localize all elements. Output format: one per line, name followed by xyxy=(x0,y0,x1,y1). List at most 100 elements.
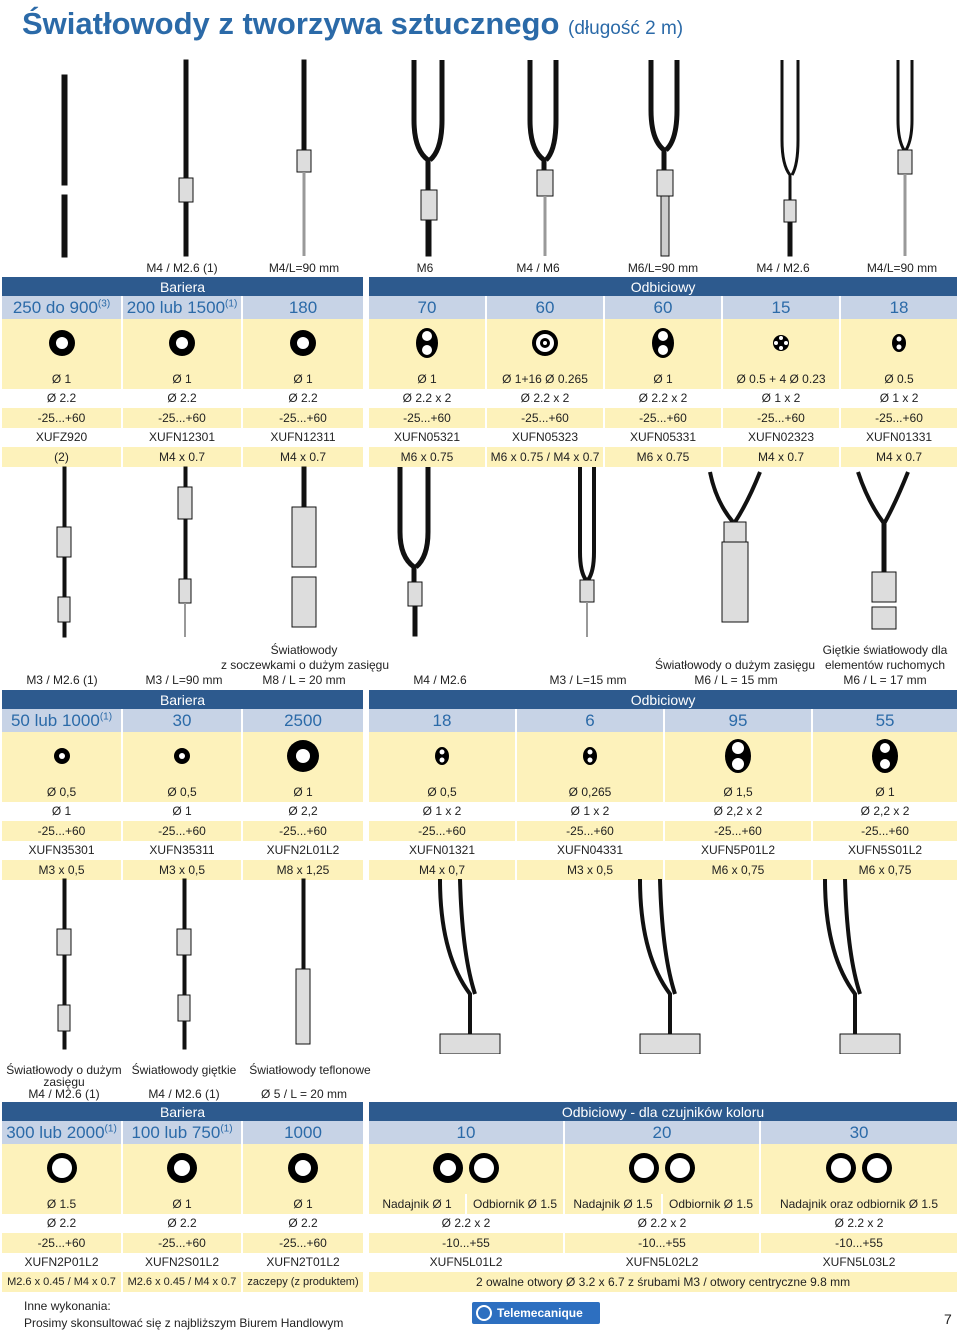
section-2: Światłowody z soczewkami o dużym zasięgu… xyxy=(0,462,960,880)
cross-section-icon xyxy=(122,319,243,369)
spec-cell: -25...+60 xyxy=(664,821,814,841)
range-cell: 300 lub 2000(1) xyxy=(2,1121,123,1144)
spec-cell: M4 x 0,7 xyxy=(368,860,518,880)
spec-cell: -25...+60 xyxy=(368,821,518,841)
spec-cell: M6 x 0.75 / M4 x 0.7 xyxy=(486,447,606,467)
part-number: XUFN2S01L2 xyxy=(122,1252,243,1272)
spec-cell: (2) xyxy=(2,447,123,467)
spec-cell: -10...+55 xyxy=(368,1233,566,1253)
spec-cell: M3 x 0,5 xyxy=(516,860,666,880)
range-cell: 100 lub 750(1) xyxy=(122,1121,243,1144)
spec-table-2: Bariera Odbiciowy 50 lub 1000(1) 30 2500… xyxy=(2,690,960,880)
label-m6-l15: M6 / L = 15 mm xyxy=(694,673,778,687)
spec-cell: Ø 2.2 xyxy=(242,1213,366,1233)
spec-cell: -25...+60 xyxy=(604,408,724,428)
range-cell: 10 xyxy=(368,1121,566,1144)
spec-cell: Ø 1.5 xyxy=(2,1194,123,1214)
spec-cell: Ø 1 xyxy=(2,801,123,821)
part-number: XUFN2T01L2 xyxy=(242,1252,366,1272)
spec-cell: M6 x 0.75 xyxy=(368,447,488,467)
part-number: XUFN5L01L2 xyxy=(368,1252,566,1272)
spec-cell: Odbiornik Ø 1.5 xyxy=(466,1194,566,1214)
dual-ring-icon xyxy=(564,1144,762,1194)
label-lens-2: z soczewkami o dużym zasięgu xyxy=(220,658,390,672)
range-cell: 18 xyxy=(840,296,960,319)
spec-cell: Ø 0,5 xyxy=(2,782,123,802)
part-number: XUFZ920 xyxy=(2,427,123,447)
spec-cell: Ø 2.2 x 2 xyxy=(564,1213,762,1233)
range-cell: 70 xyxy=(368,296,488,319)
section-1: M4 / M2.6 (1) M4/L=90 mm M6 M4 / M6 M6/L… xyxy=(0,0,960,467)
spec-cell: -25...+60 xyxy=(242,1233,366,1253)
spec-cell: -25...+60 xyxy=(840,408,960,428)
small-dual-icon xyxy=(368,732,518,782)
fiber-illustrations-3 xyxy=(56,878,901,1054)
spec-cell: M8 x 1,25 xyxy=(242,860,366,880)
multi-point-icon xyxy=(722,319,842,369)
part-number: XUFN12301 xyxy=(122,427,243,447)
spec-cell: Ø 2,2 xyxy=(242,801,366,821)
dual-core-icon xyxy=(368,319,488,369)
spec-cell: M6 x 0,75 xyxy=(664,860,814,880)
spec-cell: Ø 1,5 xyxy=(664,782,814,802)
range-cell: 2500 xyxy=(242,709,366,732)
spec-cell: M3 x 0,5 xyxy=(122,860,243,880)
spec-cell: Ø 1 xyxy=(122,801,243,821)
spec-cell: -25...+60 xyxy=(2,821,123,841)
spec-cell: -25...+60 xyxy=(812,821,960,841)
spec-cell: Nadajnik Ø 1.5 xyxy=(564,1194,664,1214)
spec-cell: Ø 1 xyxy=(2,369,123,389)
header-odbiciowy: Odbiciowy xyxy=(368,277,960,296)
cross-section-icon xyxy=(2,319,123,369)
spec-cell: Ø 2.2 xyxy=(242,388,366,408)
cross-section-icon xyxy=(242,319,366,369)
label-m8-l20: M8 / L = 20 mm xyxy=(262,673,346,687)
spec-cell: Ø 1 xyxy=(122,369,243,389)
header-odbiciowy: Odbiciowy xyxy=(368,690,960,709)
part-number: XUFN04331 xyxy=(516,840,666,860)
spec-cell: Ø 0,5 xyxy=(122,782,243,802)
label-m4-m26: M4 / M2.6 xyxy=(413,673,467,687)
header-bariera: Bariera xyxy=(2,690,366,709)
dual-core-icon xyxy=(664,732,814,782)
label-m4-m6: M4 / M6 xyxy=(516,261,560,275)
spec-cell: Ø 1 x 2 xyxy=(840,388,960,408)
spec-cell: M2.6 x 0.45 / M4 x 0.7 xyxy=(2,1272,123,1292)
spec-cell: Ø 2.2 xyxy=(122,388,243,408)
range-cell: 20 xyxy=(564,1121,762,1144)
small-dual-icon xyxy=(840,319,960,369)
spec-cell: Nadajnik Ø 1 xyxy=(368,1194,468,1214)
mounting-note: 2 owalne otwory Ø 3.2 x 6.7 z śrubami M3… xyxy=(368,1272,960,1292)
spec-cell: M2.6 x 0.45 / M4 x 0.7 xyxy=(122,1272,243,1292)
label-large-range-1: Światłowody o dużym xyxy=(6,1063,122,1077)
label-teflon: Światłowody teflonowe xyxy=(249,1063,371,1077)
spec-cell: Ø 1 xyxy=(604,369,724,389)
spec-cell: Ø 1 xyxy=(242,369,366,389)
part-number: XUFN5S01L2 xyxy=(812,840,960,860)
spec-cell: Ø 1 xyxy=(242,1194,366,1214)
label-m6: M6 xyxy=(416,261,434,275)
range-cell: 50 lub 1000(1) xyxy=(2,709,123,732)
part-number: XUFN01331 xyxy=(840,427,960,447)
cross-section-icon xyxy=(2,1144,123,1194)
spec-cell: -10...+55 xyxy=(564,1233,762,1253)
label-m4-m26-b: M4 / M2.6 xyxy=(756,261,810,275)
logo-mark-icon xyxy=(476,1305,492,1321)
part-number: XUFN35301 xyxy=(2,840,123,860)
range-cell: 30 xyxy=(122,709,243,732)
part-number: XUFN35311 xyxy=(122,840,243,860)
spec-cell: -25...+60 xyxy=(722,408,842,428)
label-flexible-1: Giętkie światłowody dla xyxy=(822,643,948,657)
label-m3-l90: M3 / L=90 mm xyxy=(145,673,223,687)
header-bariera: Bariera xyxy=(2,1102,366,1121)
section-3: Światłowody o dużym zasięgu M4 / M2.6 (1… xyxy=(0,874,960,1294)
label-d5-l20: Ø 5 / L = 20 mm xyxy=(261,1087,347,1101)
part-number: XUFN05331 xyxy=(604,427,724,447)
spec-cell: Ø 1 x 2 xyxy=(722,388,842,408)
label-m4-l90-b: M4/L=90 mm xyxy=(866,261,938,275)
spec-cell: Nadajnik oraz odbiornik Ø 1.5 xyxy=(760,1194,960,1214)
footer-line-1: Inne wykonania: xyxy=(24,1299,111,1313)
label-m6-l90: M6/L=90 mm xyxy=(627,261,699,275)
spec-cell: Ø 1 x 2 xyxy=(516,801,666,821)
spec-cell: -25...+60 xyxy=(122,821,243,841)
